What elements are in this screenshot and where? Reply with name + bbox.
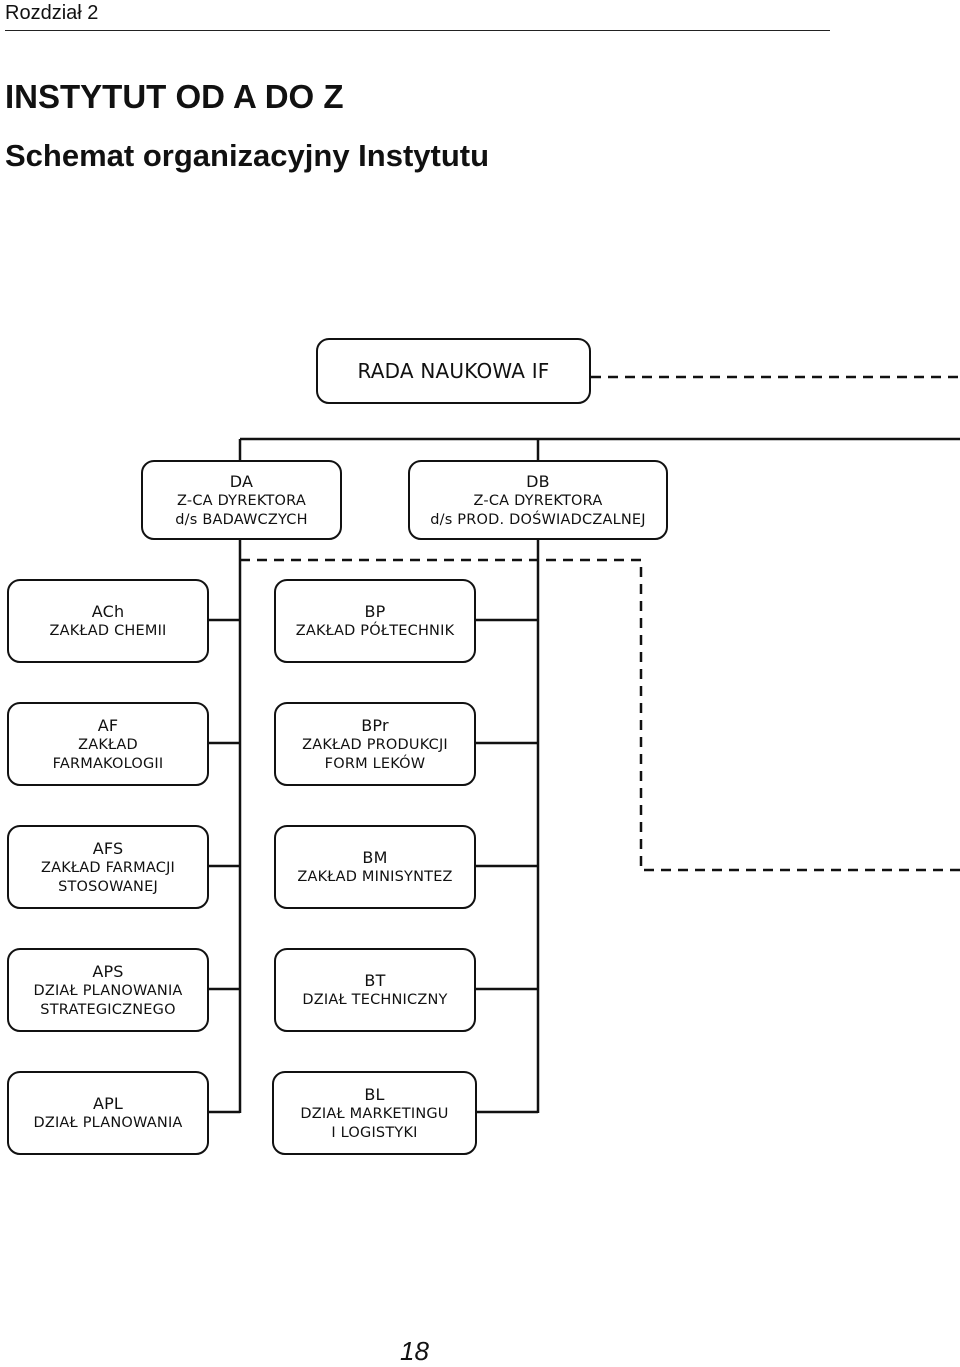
unit-code: DA <box>229 471 254 491</box>
deputy-director-db-box: DB Z-CA DYREKTORA d/s PROD. DOŚWIADCZALN… <box>408 460 668 540</box>
page-title: INSTYTUT OD A DO Z <box>5 78 344 115</box>
unit-name: FARMAKOLOGII <box>52 755 164 772</box>
rada-naukowa-box: RADA NAUKOWA IF <box>316 338 591 404</box>
deputy-director-da-box: DA Z-CA DYREKTORA d/s BADAWCZYCH <box>141 460 342 540</box>
unit-name: ZAKŁAD FARMACJI <box>40 859 176 876</box>
unit-code: BP <box>364 602 386 621</box>
unit-code: AFS <box>92 838 124 858</box>
dashed-link <box>240 558 960 872</box>
page-subtitle: Schemat organizacyjny Instytutu <box>5 138 490 173</box>
unit-name: ZAKŁAD PRODUKCJI <box>302 736 448 753</box>
header-divider <box>5 30 830 31</box>
unit-name: ZAKŁAD <box>78 736 138 753</box>
unit-code: BT <box>364 971 386 990</box>
unit-code: APS <box>92 961 124 981</box>
unit-name: Z-CA DYREKTORA <box>473 492 603 509</box>
unit-name: DZIAŁ TECHNICZNY <box>302 992 448 1008</box>
unit-name: ZAKŁAD PÓŁTECHNIK <box>295 623 455 639</box>
unit-box-apl: APL DZIAŁ PLANOWANIA <box>7 1071 209 1155</box>
unit-code: BM <box>362 848 388 867</box>
unit-name: I LOGISTYKI <box>331 1124 418 1141</box>
unit-name: FORM LEKÓW <box>324 755 426 772</box>
chapter-label: Rozdział 2 <box>5 2 99 24</box>
page-number: 18 <box>400 1336 429 1366</box>
unit-box-bp: BP ZAKŁAD PÓŁTECHNIK <box>274 579 476 663</box>
unit-box-bm: BM ZAKŁAD MINISYNTEZ <box>274 825 476 909</box>
unit-name: d/s BADAWCZYCH <box>175 511 308 528</box>
unit-code: ACh <box>91 602 125 621</box>
unit-name: STRATEGICZNEGO <box>40 1001 176 1018</box>
unit-code: APL <box>92 1094 124 1113</box>
unit-name: STOSOWANEJ <box>58 878 158 895</box>
unit-box-bt: BT DZIAŁ TECHNICZNY <box>274 948 476 1032</box>
unit-code: DB <box>526 471 550 491</box>
unit-code: AF <box>97 715 119 735</box>
unit-name: ZAKŁAD MINISYNTEZ <box>297 869 453 885</box>
unit-name: Z-CA DYREKTORA <box>177 492 306 509</box>
unit-code: BPr <box>361 715 389 735</box>
unit-name: d/s PROD. DOŚWIADCZALNEJ <box>430 511 646 528</box>
unit-code: BL <box>364 1084 385 1104</box>
unit-name: DZIAŁ MARKETINGU <box>300 1105 449 1122</box>
unit-name: DZIAŁ PLANOWANIA <box>33 1115 183 1131</box>
unit-name: ZAKŁAD CHEMII <box>49 623 167 639</box>
unit-name: DZIAŁ PLANOWANIA <box>33 982 183 999</box>
